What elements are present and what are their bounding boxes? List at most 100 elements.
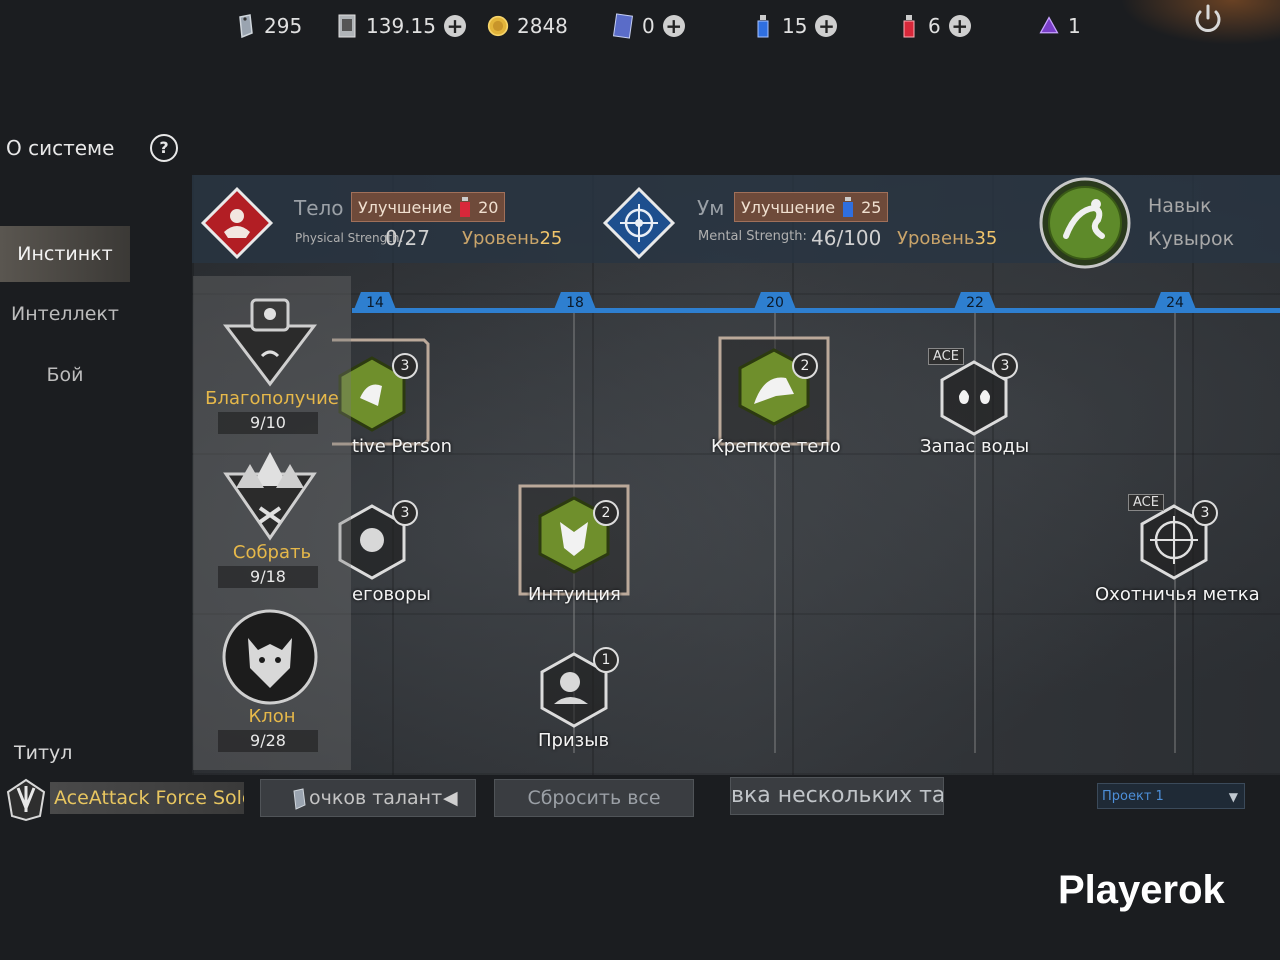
title-value[interactable]: AceAttack Force Sold [50, 782, 244, 814]
sidebar-item-intellect[interactable]: Интеллект [11, 303, 119, 325]
wellbeing-category-icon[interactable] [222, 296, 318, 388]
physical-strength-label: Physical Strength: [295, 231, 404, 245]
mind-stat-icon [602, 186, 676, 260]
add-red-potions-button[interactable]: + [948, 15, 971, 37]
title-emblem-icon [6, 778, 46, 822]
body-title: Тело [294, 196, 344, 220]
upgrade-value: 20 [478, 197, 499, 217]
talent-name: Крепкое тело [711, 436, 841, 457]
talent-rank-badge: 3 [1192, 500, 1218, 526]
talent-rank-badge: 2 [593, 500, 619, 526]
body-level-label: Уровень25 [462, 228, 563, 249]
add-blue-potions-button[interactable]: + [815, 15, 838, 37]
talent-background [192, 175, 1280, 775]
blue-potion-icon [757, 15, 769, 38]
level-divider [974, 313, 976, 753]
skill-name: Кувырок [1148, 228, 1235, 250]
chevron-down-icon: ▼ [1228, 790, 1238, 804]
currency-value: 0 [642, 14, 655, 38]
currency-value: 6 [928, 14, 941, 38]
talent-negotiations[interactable] [312, 484, 432, 604]
reset-all-button[interactable]: Сбросить все [494, 779, 694, 817]
dogtag-icon [293, 788, 306, 810]
talent-rank-badge: 2 [792, 353, 818, 379]
talent-rank-badge: 1 [593, 647, 619, 673]
upgrade-value: 25 [861, 197, 882, 217]
help-icon[interactable]: ? [150, 134, 178, 162]
ticket-icon [612, 13, 634, 39]
about-system-label: О системе [6, 136, 115, 160]
talent-water-supply[interactable] [914, 340, 1034, 460]
currency-coins: 2848 [487, 10, 568, 42]
talent-rank-badge: 3 [992, 353, 1018, 379]
physical-strength-value: 0/27 [385, 226, 430, 250]
clone-category-icon[interactable] [220, 608, 320, 706]
currency-red-potions: 6 + [898, 10, 971, 42]
category-name: Благополучие [205, 388, 339, 409]
title-label: Титул [14, 742, 73, 764]
level-marker: 20 [753, 292, 797, 312]
ace-tag: ACE [1128, 494, 1164, 511]
talent-name: еговоры [352, 584, 431, 605]
card-icon [338, 14, 356, 38]
level-marker: 18 [553, 292, 597, 312]
red-potion-icon [460, 197, 471, 217]
talent-name: Призыв [538, 730, 610, 751]
category-name: Собрать [232, 542, 312, 563]
talent-points-button[interactable]: очков талант ◀ [260, 779, 476, 817]
category-count: 9/28 [218, 730, 318, 752]
sidebar-item-instinct[interactable]: Инстинкт [0, 226, 130, 282]
talent-summon[interactable] [514, 632, 634, 752]
mental-strength-value: 46/100 [811, 226, 882, 250]
talent-rank-badge: 3 [392, 353, 418, 379]
talent-name: tive Person [352, 436, 452, 457]
top-glow [1120, 0, 1280, 45]
currency-value: 2848 [517, 14, 568, 38]
body-upgrade-button[interactable]: Улучшение 20 [351, 192, 506, 222]
talent-name: Охотничья метка [1095, 584, 1260, 605]
upgrade-label: Улучшение [358, 197, 453, 217]
body-stat-icon [200, 186, 274, 260]
mind-upgrade-button[interactable]: Улучшение 25 [734, 192, 889, 222]
mind-level-label: Уровень35 [897, 228, 998, 249]
talent-rank-badge: 3 [392, 500, 418, 526]
level-marker: 22 [953, 292, 997, 312]
level-marker: 24 [1153, 292, 1197, 312]
currency-value: 1 [1068, 14, 1081, 38]
crystal-icon [1039, 16, 1059, 34]
level-marker: 14 [353, 292, 397, 312]
currency-blue-potions: 15 + [752, 10, 838, 42]
arrow-left-icon[interactable]: ◀ [443, 787, 458, 809]
talent-points-label: очков талант [309, 787, 443, 809]
currency-tickets: 0 + [612, 10, 685, 42]
power-icon[interactable] [1190, 2, 1226, 38]
category-count: 9/10 [218, 412, 318, 434]
skill-label: Навык [1148, 195, 1212, 217]
mental-strength-label: Mental Strength: [698, 229, 807, 244]
coin-icon [487, 15, 509, 37]
dogtag-icon [239, 14, 253, 39]
talent-name: Интуиция [528, 584, 621, 605]
currency-dogtags: 295 [234, 10, 302, 42]
level-timeline [352, 308, 1280, 313]
ace-tag: ACE [928, 348, 964, 365]
project-select[interactable]: Проект 1 ▼ [1097, 783, 1245, 809]
currency-cards: 139.15 + [336, 10, 466, 42]
currency-crystals: 1 [1038, 10, 1081, 42]
red-potion-icon [903, 15, 915, 38]
category-name: Клон [248, 706, 296, 727]
add-tickets-button[interactable]: + [662, 15, 685, 37]
mind-title: Ум [697, 196, 725, 220]
upgrade-label: Улучшение [741, 197, 836, 217]
watermark: Playerok [1058, 868, 1225, 912]
currency-value: 295 [264, 14, 303, 38]
currency-value: 15 [782, 14, 808, 38]
sidebar-item-combat[interactable]: Бой [46, 364, 84, 386]
multi-talent-button[interactable]: вка нескольких тала [730, 777, 944, 815]
add-cards-button[interactable]: + [443, 15, 466, 37]
category-count: 9/18 [218, 566, 318, 588]
gather-category-icon[interactable] [222, 450, 318, 542]
project-select-value: Проект 1 [1102, 789, 1164, 804]
roll-skill-icon[interactable] [1036, 174, 1134, 272]
talent-name: Запас воды [920, 436, 1030, 457]
